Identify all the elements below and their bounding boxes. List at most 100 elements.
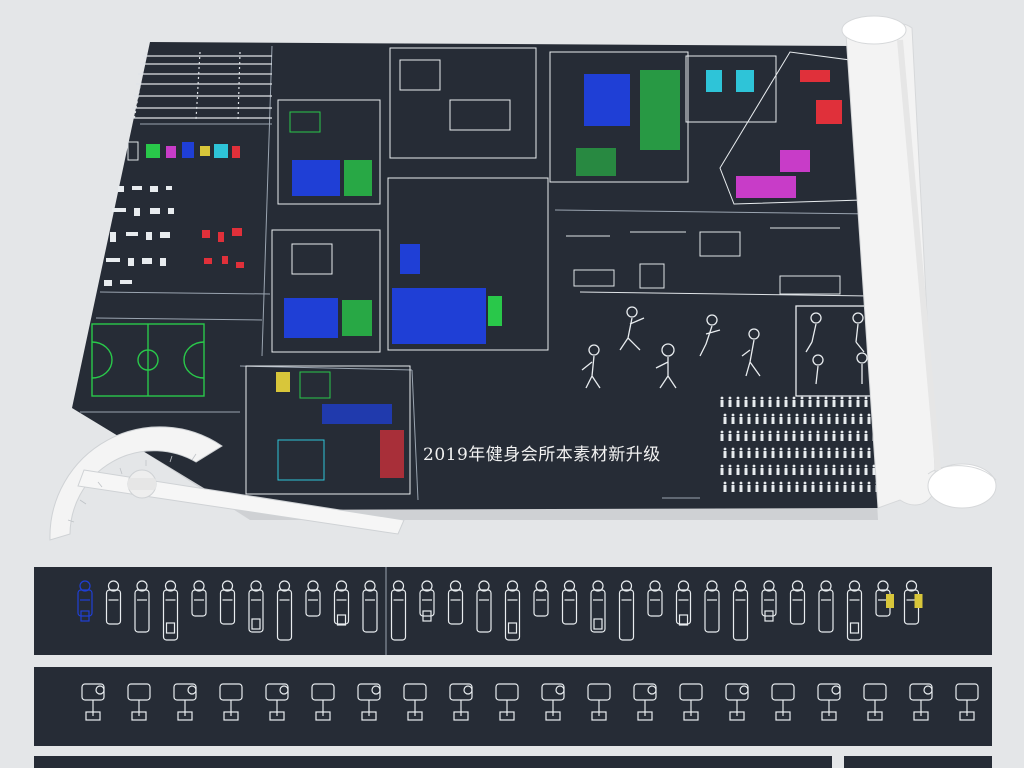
figure-body	[728, 400, 732, 407]
cad-sheet	[72, 42, 878, 510]
figure-head	[739, 447, 743, 451]
figure-body	[787, 417, 791, 424]
figure-body	[859, 417, 863, 424]
equipment-symbol	[419, 580, 435, 622]
figure-body	[816, 434, 820, 441]
figure-body	[859, 451, 863, 458]
figure-body	[867, 485, 871, 492]
equipment-symbol	[647, 580, 663, 617]
figure-head	[776, 464, 780, 468]
figure-body	[856, 434, 860, 441]
figure-body	[867, 417, 871, 424]
figure-head	[760, 464, 764, 468]
figure-body	[840, 434, 844, 441]
figure-head	[747, 413, 751, 417]
figure-head	[776, 396, 780, 400]
figure-body	[755, 451, 759, 458]
figure-head	[771, 413, 775, 417]
sheet-caption: 2019年健身会所本素材新升级	[423, 445, 661, 465]
figure-body	[739, 485, 743, 492]
equipment-strip-1	[34, 567, 992, 655]
figure-body	[779, 451, 783, 458]
figure-body	[840, 400, 844, 407]
figure-body	[776, 400, 780, 407]
figure-body	[800, 400, 804, 407]
equipment-symbol	[875, 580, 894, 617]
floor-plan-b	[271, 229, 381, 353]
figure-head	[803, 413, 807, 417]
figure-head	[755, 481, 759, 485]
floor-plan-f	[685, 55, 777, 123]
equipment-symbol	[909, 683, 933, 721]
figure-body	[752, 400, 756, 407]
equipment-symbol	[191, 580, 207, 617]
figure-head	[819, 481, 823, 485]
figure-head	[864, 464, 868, 468]
figure-body	[808, 434, 812, 441]
equipment-symbol	[81, 683, 105, 721]
figure-body	[859, 485, 863, 492]
figure-body	[755, 485, 759, 492]
figure-body	[864, 468, 868, 475]
figure-head	[728, 396, 732, 400]
figure-body	[768, 468, 772, 475]
figure-head	[851, 481, 855, 485]
figure-head	[792, 430, 796, 434]
figure-head	[744, 430, 748, 434]
figure-body	[779, 485, 783, 492]
figure-body	[843, 451, 847, 458]
floor-plan-d	[389, 47, 537, 159]
figure-body	[835, 451, 839, 458]
figure-body	[864, 400, 868, 407]
equipment-symbol	[533, 580, 549, 617]
figure-body	[731, 485, 735, 492]
equipment-symbol	[817, 683, 841, 721]
equipment-symbol	[633, 683, 657, 721]
equipment-symbol	[362, 580, 378, 633]
figure-body	[723, 485, 727, 492]
figure-body	[827, 485, 831, 492]
equipment-symbol	[541, 683, 565, 721]
equipment-symbol	[863, 683, 887, 721]
figure-body	[803, 485, 807, 492]
equipment-symbol	[219, 580, 236, 625]
figure-body	[744, 434, 748, 441]
figure-head	[784, 396, 788, 400]
figure-body	[827, 451, 831, 458]
figure-head	[744, 396, 748, 400]
figure-body	[832, 434, 836, 441]
figure-body	[832, 400, 836, 407]
equipment-symbol	[77, 580, 93, 622]
figure-head	[768, 464, 772, 468]
figure-body	[811, 417, 815, 424]
equipment-symbol	[248, 580, 264, 633]
figure-body	[851, 451, 855, 458]
figure-body	[848, 434, 852, 441]
figure-head	[848, 430, 852, 434]
equipment-symbol	[134, 580, 150, 633]
figure-head	[752, 430, 756, 434]
equipment-symbol	[476, 580, 492, 633]
figure-head	[739, 481, 743, 485]
equipment-symbol	[590, 580, 606, 633]
figure-head	[816, 430, 820, 434]
figure-head	[835, 447, 839, 451]
equipment-symbol	[903, 580, 923, 625]
figure-head	[848, 396, 852, 400]
figure-head	[832, 430, 836, 434]
figure-head	[787, 481, 791, 485]
strip-1-symbols	[77, 580, 923, 641]
figure-body	[728, 434, 732, 441]
figure-body	[768, 400, 772, 407]
figure-head	[723, 481, 727, 485]
figure-body	[803, 417, 807, 424]
figure-head	[832, 396, 836, 400]
figure-head	[856, 396, 860, 400]
figure-head	[723, 413, 727, 417]
figure-head	[768, 396, 772, 400]
figure-head	[771, 481, 775, 485]
figure-body	[747, 417, 751, 424]
figure-body	[811, 451, 815, 458]
figure-head	[843, 481, 847, 485]
